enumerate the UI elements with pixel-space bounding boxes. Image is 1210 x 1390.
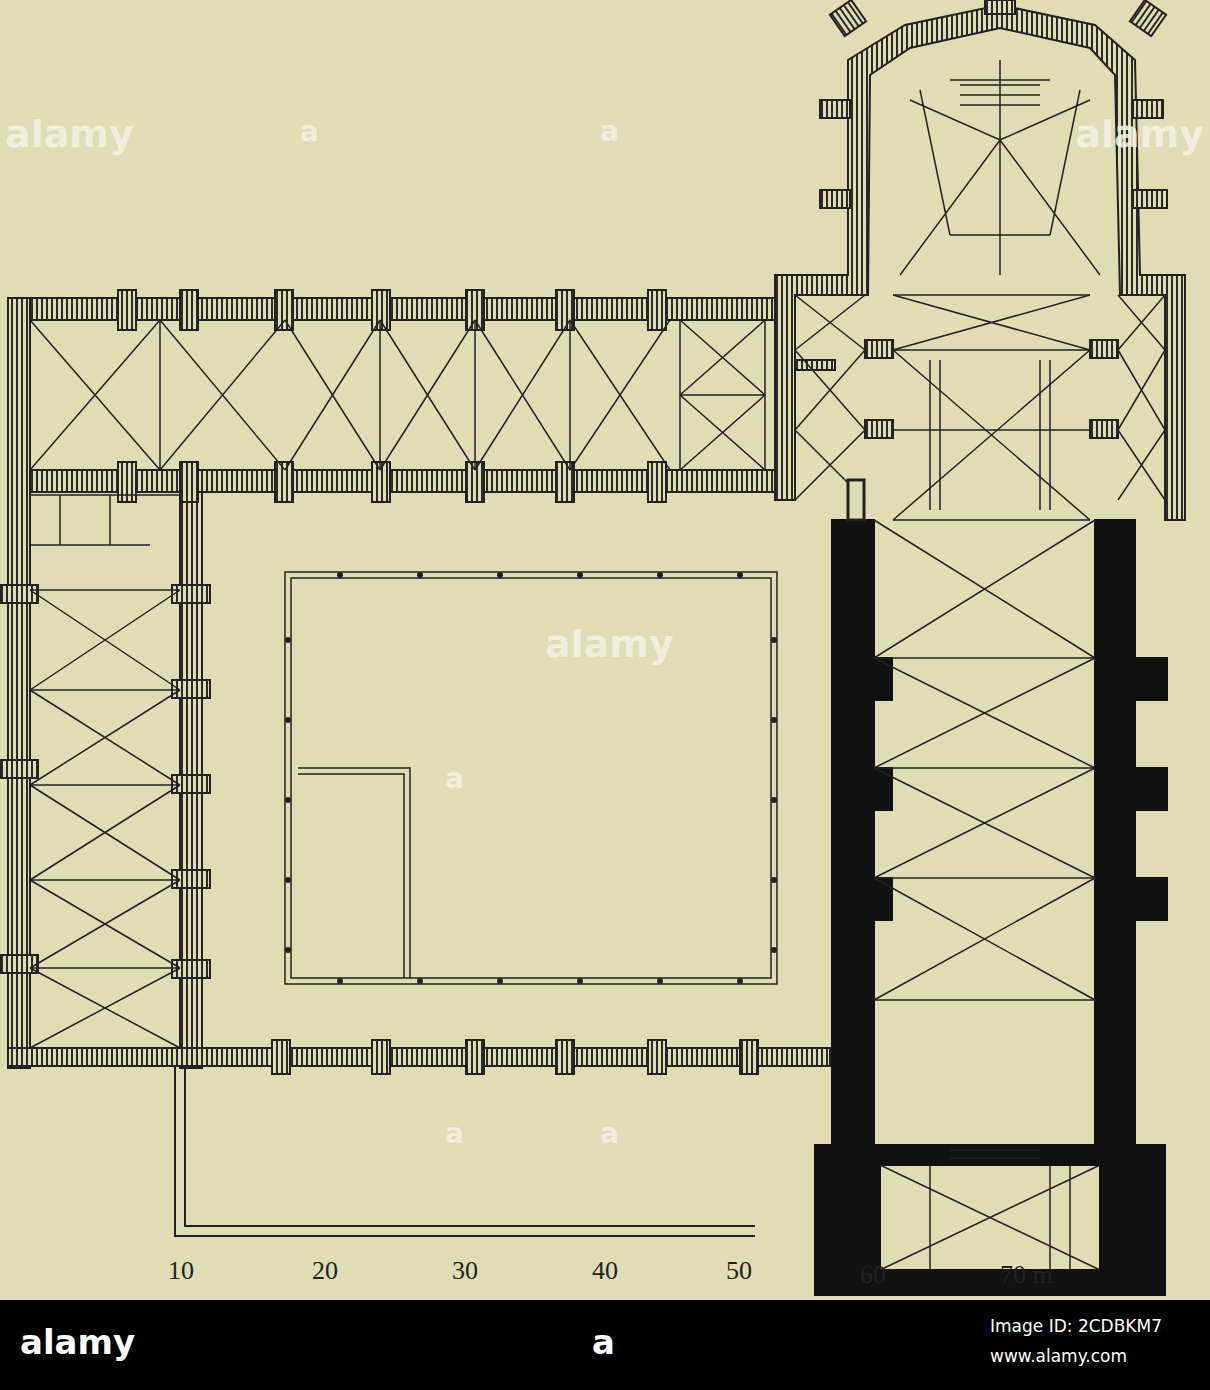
- scale-number: 50: [726, 1258, 752, 1284]
- image-id: Image ID: 2CDBKM7: [990, 1318, 1162, 1335]
- scale-number: 10: [168, 1258, 194, 1284]
- brand-mark: a: [592, 1325, 615, 1359]
- watermark: a: [445, 1120, 464, 1148]
- watermark: a: [600, 1120, 619, 1148]
- scale-number: 60: [860, 1262, 886, 1288]
- scale-number: 70 m: [1000, 1262, 1053, 1288]
- watermark: a: [445, 765, 464, 793]
- watermark: a: [600, 118, 619, 146]
- watermark: alamy: [545, 625, 674, 663]
- site-url: www.alamy.com: [990, 1348, 1127, 1365]
- watermark: alamy: [1075, 115, 1204, 153]
- watermark: a: [300, 118, 319, 146]
- scale-number: 40: [592, 1258, 618, 1284]
- scale-number: 20: [312, 1258, 338, 1284]
- watermark: alamy: [5, 115, 134, 153]
- brand-logo: alamy: [20, 1325, 135, 1359]
- scale-number: 30: [452, 1258, 478, 1284]
